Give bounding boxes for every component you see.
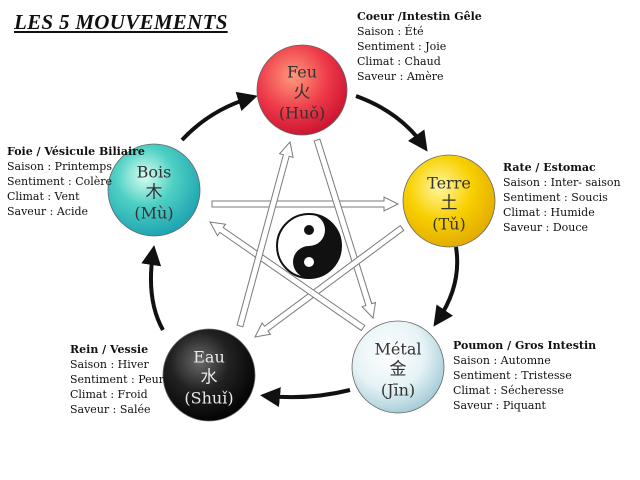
control-arrow-fire-metal: [313, 138, 377, 320]
season-label: Saison : Inter- saison: [503, 176, 621, 189]
cycle-arrow-fire-earth: [355, 94, 428, 152]
control-arrow-water-fire: [236, 140, 294, 328]
element-circle-earth: [402, 154, 496, 248]
organs-label: Foie / Vésicule Biliaire: [7, 145, 145, 158]
info-block-water: Rein / Vessie Saison : Hiver Sentiment :…: [70, 342, 164, 417]
organs-label: Poumon / Gros Intestin: [453, 339, 597, 352]
info-block-wood: Foie / Vésicule Biliaire Saison : Printe…: [7, 144, 145, 219]
flavor-label: Saveur : Acide: [7, 205, 89, 218]
cycle-arrow-metal-water: [260, 387, 351, 408]
control-arrow-wood-earth: [211, 196, 400, 212]
element-name-earth: Terre: [427, 174, 471, 193]
flavor-label: Saveur : Amère: [357, 70, 444, 83]
season-label: Saison : Automne: [453, 354, 551, 367]
element-pinyin-earth: (Tǔ): [432, 215, 465, 234]
element-name-fire: Feu: [287, 63, 317, 82]
element-pinyin-wood: (Mù): [134, 204, 173, 223]
climate-label: Climat : Humide: [503, 206, 595, 219]
organs-label: Rein / Vessie: [70, 343, 149, 356]
organs-label: Coeur /Intestin Gêle: [357, 10, 482, 23]
element-circle-wood: [107, 143, 201, 237]
element-circle-water: [162, 328, 256, 422]
feeling-label: Sentiment : Joie: [357, 40, 447, 53]
climate-label: Climat : Sécheresse: [453, 384, 564, 397]
season-label: Saison : Été: [357, 25, 424, 38]
climate-label: Climat : Chaud: [357, 55, 441, 68]
control-arrow-metal-wood: [209, 221, 366, 332]
info-block-metal: Poumon / Gros Intestin Saison : Automne …: [453, 338, 596, 413]
generating-cycle: [141, 91, 460, 408]
feeling-label: Sentiment : Soucis: [503, 191, 608, 204]
climate-label: Climat : Froid: [70, 388, 148, 401]
season-label: Saison : Printemps: [7, 160, 112, 173]
feeling-label: Sentiment : Tristesse: [453, 369, 572, 382]
climate-label: Climat : Vent: [7, 190, 80, 203]
element-char-metal: 金: [390, 360, 407, 380]
element-circle-metal: [351, 320, 445, 414]
element-char-earth: 土: [441, 194, 458, 214]
flavor-label: Saveur : Salée: [70, 403, 151, 416]
element-pinyin-metal: (Jīn): [381, 381, 415, 400]
feeling-label: Sentiment : Colère: [7, 175, 113, 188]
control-arrow-earth-water: [254, 224, 405, 338]
yin-yang-symbol: [276, 213, 342, 279]
feeling-label: Sentiment : Peur: [70, 373, 164, 386]
element-char-water: 水: [201, 368, 218, 388]
element-pinyin-fire: (Huǒ): [279, 104, 325, 123]
controlling-cycle: [209, 138, 405, 338]
element-char-fire: 火: [294, 83, 311, 103]
cycle-arrow-earth-metal: [433, 246, 460, 327]
element-char-wood: 木: [146, 183, 163, 203]
element-name-water: Eau: [193, 348, 225, 367]
element-name-wood: Bois: [137, 163, 172, 182]
season-label: Saison : Hiver: [70, 358, 149, 371]
flavor-label: Saveur : Douce: [503, 221, 589, 234]
element-name-metal: Métal: [375, 340, 422, 359]
flavor-label: Saveur : Piquant: [453, 399, 546, 412]
cycle-arrow-water-wood: [141, 245, 165, 331]
organs-label: Rate / Estomac: [503, 161, 596, 174]
element-circle-fire: [256, 44, 348, 136]
cycle-arrow-wood-fire: [180, 91, 258, 142]
element-pinyin-water: (Shuǐ): [184, 389, 233, 408]
diagram-title: LES 5 MOUVEMENTS: [14, 10, 228, 34]
info-block-fire: Coeur /Intestin Gêle Saison : Été Sentim…: [357, 9, 482, 84]
info-block-earth: Rate / Estomac Saison : Inter- saison Se…: [503, 160, 621, 235]
